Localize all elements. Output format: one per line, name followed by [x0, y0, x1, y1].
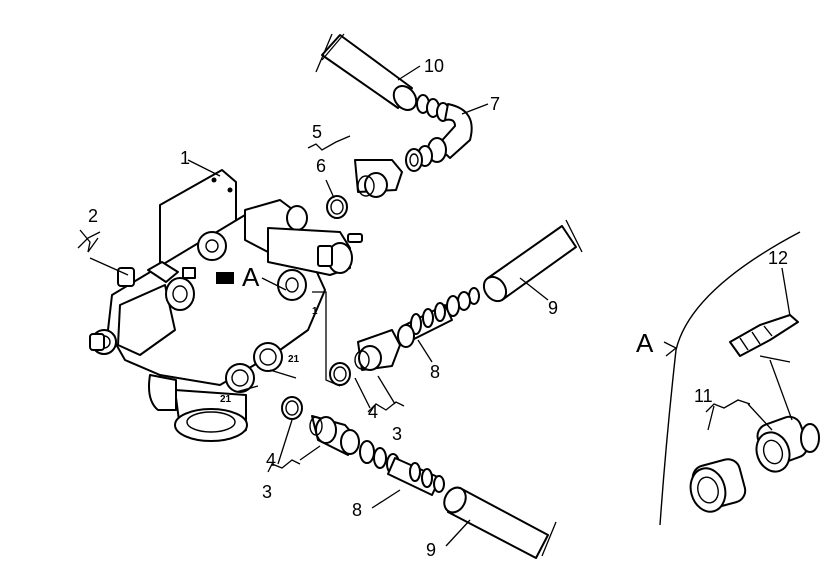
detail-a-label-inset: A [636, 328, 654, 358]
callout-1: 1 [180, 148, 190, 168]
callout-3-middle: 3 [392, 424, 402, 444]
callout-9-upper: 9 [548, 298, 558, 318]
valve-body [89, 169, 363, 442]
detail-a-inset [659, 231, 820, 526]
lower-fitting-group [281, 396, 557, 559]
callout-4-middle: 4 [368, 402, 378, 422]
callout-12: 12 [768, 248, 788, 268]
middle-fitting-group [329, 219, 583, 386]
callout-8-middle: 8 [430, 362, 440, 382]
upper-fitting-group [315, 33, 473, 219]
callout-labels: 1 2 5 6 10 7 9 8 4 3 4 3 8 9 12 11 A A 2… [88, 56, 788, 560]
callout-10: 10 [424, 56, 444, 76]
port-label-21-upper: 21 [288, 354, 300, 365]
callout-6: 6 [316, 156, 326, 176]
callout-5: 5 [312, 122, 322, 142]
detail-a-label-main: A [242, 262, 260, 292]
callout-11: 11 [694, 386, 713, 406]
leader-lines [77, 65, 793, 547]
callout-7: 7 [490, 94, 500, 114]
port-label-1: 1 [312, 306, 318, 317]
callout-3-lower: 3 [262, 482, 272, 502]
port-label-21-lower: 21 [220, 394, 232, 405]
callout-4-lower: 4 [266, 450, 276, 470]
callout-9-lower: 9 [426, 540, 436, 560]
callout-8-lower: 8 [352, 500, 362, 520]
callout-2: 2 [88, 206, 98, 226]
